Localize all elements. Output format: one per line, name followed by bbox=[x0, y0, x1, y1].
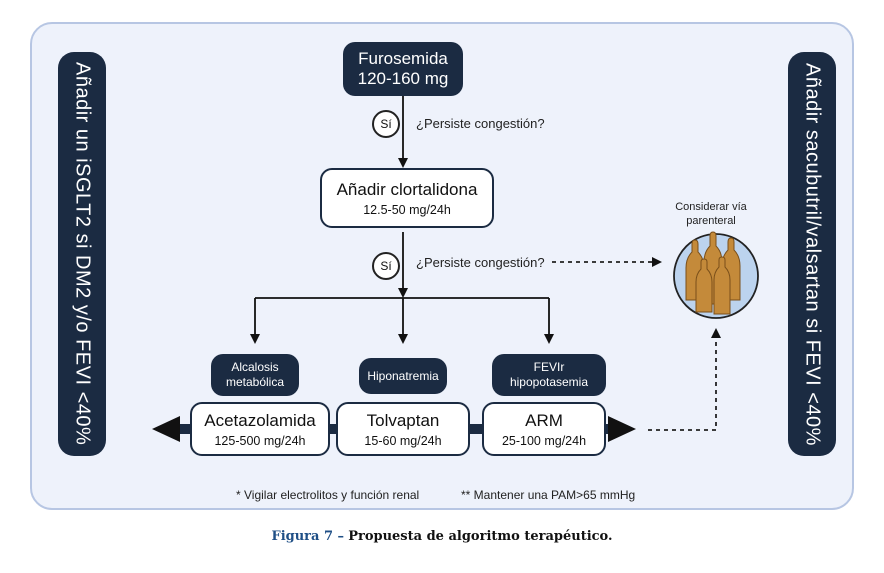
figure-caption: Figura 7 – Propuesta de algoritmo terapé… bbox=[0, 529, 884, 544]
parenteral-line1: Considerar vía bbox=[675, 201, 747, 213]
condition-fevir-line1: FEVIr bbox=[533, 360, 565, 374]
furosemida-box: Furosemida 120-160 mg bbox=[343, 42, 463, 96]
furosemida-name: Furosemida bbox=[358, 49, 448, 68]
drug-acetazolamida-dose: 125-500 mg/24h bbox=[214, 433, 306, 448]
note-electrolitos: * Vigilar electrolitos y función renal bbox=[236, 488, 420, 502]
condition-hiponatremia: Hiponatremia bbox=[359, 358, 447, 394]
bar-arrow-left bbox=[152, 416, 180, 442]
bar-arrow-right bbox=[608, 416, 636, 442]
question-2: ¿Persiste congestión? bbox=[416, 255, 545, 270]
clortalidona-name: Añadir clortalidona bbox=[336, 179, 478, 199]
parenteral-label: Considerar vía parenteral bbox=[662, 200, 760, 228]
figure-number: Figura 7 – bbox=[271, 529, 345, 544]
drug-arm-name: ARM bbox=[525, 410, 563, 430]
parenteral-line2: parenteral bbox=[686, 215, 736, 227]
drug-arm-dose: 25-100 mg/24h bbox=[501, 433, 587, 448]
side-banner-right: Añadir sacubutril/valsartan si FEVI <40% bbox=[788, 52, 836, 456]
figure-title: Propuesta de algoritmo terapéutico. bbox=[348, 529, 613, 544]
drug-acetazolamida-name: Acetazolamida bbox=[204, 410, 316, 430]
side-banner-left-text: Añadir un iSGLT2 si DM2 y/o FEVI <40% bbox=[71, 62, 94, 446]
yes-circle-2: Sí bbox=[372, 252, 400, 280]
condition-alcalosis-line2: metabólica bbox=[225, 375, 285, 389]
drug-tolvaptan-name: Tolvaptan bbox=[366, 410, 440, 430]
condition-hiponatremia-line1: Hiponatremia bbox=[367, 368, 439, 383]
condition-alcalosis: Alcalosis metabólica bbox=[211, 354, 299, 396]
yes-circle-1: Sí bbox=[372, 110, 400, 138]
drug-tolvaptan: Tolvaptan 15-60 mg/24h bbox=[336, 402, 470, 456]
clortalidona-dose: 12.5-50 mg/24h bbox=[363, 202, 451, 217]
drug-arm: ARM 25-100 mg/24h bbox=[482, 402, 606, 456]
clortalidona-box: Añadir clortalidona 12.5-50 mg/24h bbox=[320, 168, 494, 228]
condition-alcalosis-line1: Alcalosis bbox=[231, 360, 279, 374]
note-pam: ** Mantener una PAM>65 mmHg bbox=[461, 488, 636, 502]
ampoule-icon bbox=[673, 231, 759, 319]
dotted-path-arm-to-parenteral bbox=[648, 328, 721, 431]
side-banner-right-text: Añadir sacubutril/valsartan si FEVI <40% bbox=[801, 62, 824, 446]
condition-fevir: FEVIr hipopotasemia bbox=[492, 354, 606, 396]
condition-fevir-line2: hipopotasemia bbox=[509, 375, 589, 389]
drug-acetazolamida: Acetazolamida 125-500 mg/24h bbox=[190, 402, 330, 456]
drug-tolvaptan-dose: 15-60 mg/24h bbox=[364, 433, 442, 448]
furosemida-dose: 120-160 mg bbox=[357, 69, 449, 88]
question-1: ¿Persiste congestión? bbox=[416, 116, 545, 131]
side-banner-left: Añadir un iSGLT2 si DM2 y/o FEVI <40% bbox=[58, 52, 106, 456]
